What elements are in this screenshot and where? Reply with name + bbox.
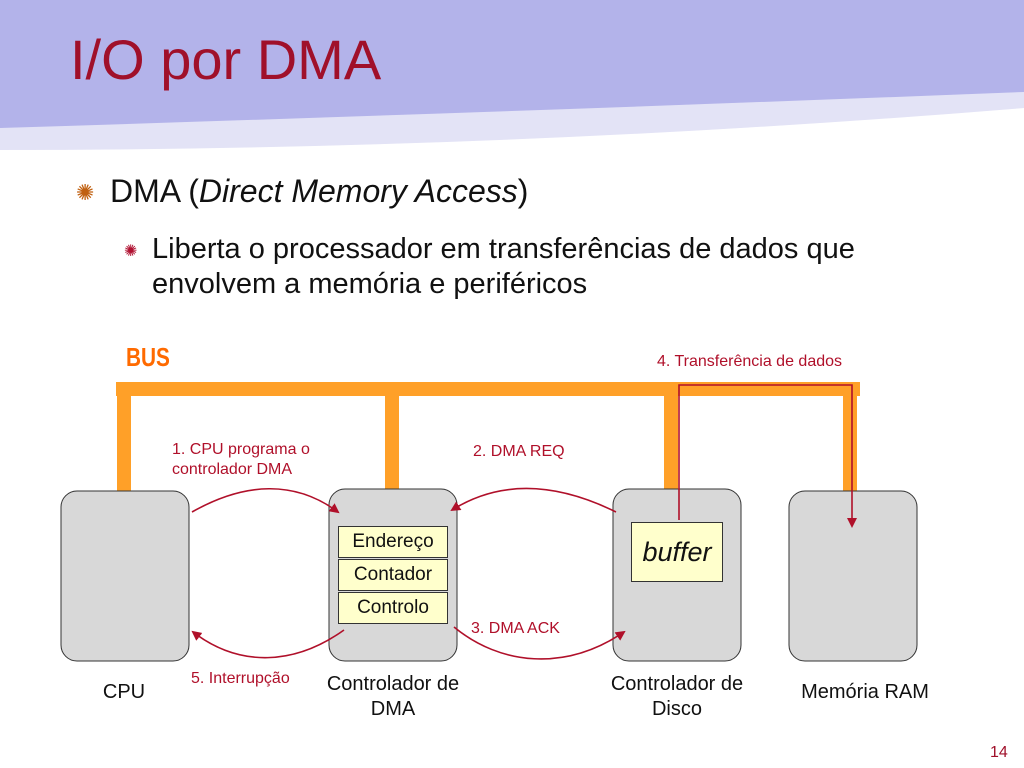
bullet-flower-icon: ✺ xyxy=(76,180,95,205)
step3-label: 3. DMA ACK xyxy=(471,620,560,637)
bullet-flower-small-icon: ✺ xyxy=(124,243,138,260)
arrow-dma-req xyxy=(450,487,617,513)
arrow-data-transfer xyxy=(678,384,857,528)
step5-label: 5. Interrupção xyxy=(191,670,290,687)
ram-box xyxy=(788,490,918,662)
bullet-level1: DMA (Direct Memory Access) xyxy=(110,172,528,210)
bullet-level1-prefix: DMA ( xyxy=(110,173,199,209)
header-band xyxy=(0,0,1024,150)
register-counter: Contador xyxy=(338,559,448,591)
ram-label: Memória RAM xyxy=(801,681,929,703)
disk-buffer: buffer xyxy=(631,522,723,582)
bullet-level2: Liberta o processador em transferências … xyxy=(152,233,855,301)
dma-controller-label: Controlador de DMA xyxy=(326,673,460,720)
arrow-interrupt xyxy=(191,629,345,659)
step2-label: 2. DMA REQ xyxy=(473,443,565,460)
step4-label: 4. Transferência de dados xyxy=(657,353,843,370)
bullet-level1-italic: Direct Memory Access xyxy=(198,173,518,209)
disk-controller-label: Controlador de Disco xyxy=(610,673,744,720)
page-title: I/O por DMA xyxy=(70,28,382,91)
cpu-box xyxy=(60,490,190,662)
arrow-cpu-to-dma xyxy=(191,488,340,514)
page-number: 14 xyxy=(990,744,1008,761)
register-address: Endereço xyxy=(338,526,448,558)
step1-label: 1. CPU programa o controlador DMA xyxy=(172,441,310,478)
arrow-dma-ack xyxy=(453,626,626,660)
bus-lines xyxy=(116,382,860,492)
cpu-label: CPU xyxy=(102,681,146,703)
register-control: Controlo xyxy=(338,592,448,624)
bus-label: BUS xyxy=(126,342,170,372)
bullet-level1-suffix: ) xyxy=(517,173,529,209)
